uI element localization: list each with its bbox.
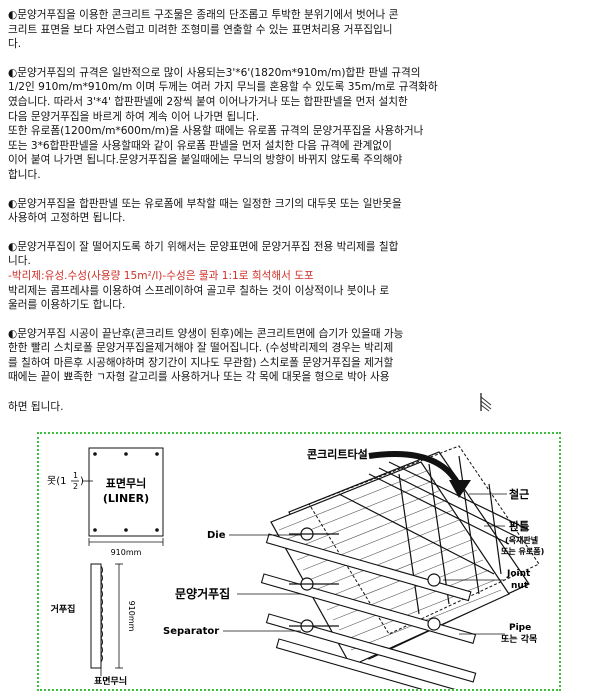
pipe-label-2: 또는 각목 — [501, 633, 537, 645]
form-label-1: 판틀 — [509, 519, 529, 533]
pattern-panel — [88, 447, 164, 537]
line: 였습니다. 따라서 3'*4' 합판판넬에 2장씩 붙여 이어나가거나 또는 합… — [8, 95, 408, 108]
paragraph-specification: ◐문양거푸집의 규격은 일반적으로 많이 사용되는3'*6'(1820m*910… — [8, 66, 588, 183]
joint-label-1: Joint — [506, 569, 531, 579]
paragraph-attachment: ◐문양거푸집을 합판판넬 또는 유로폼에 부착할 때는 일정한 크기의 대두못 … — [8, 197, 588, 226]
nail-point — [155, 528, 159, 532]
nail-label: 못(1 — [47, 475, 66, 487]
line: 사용하여 고정하면 됩니다. — [8, 212, 126, 225]
nail-label-close: ) — [80, 476, 84, 487]
dim-910-horizontal: 910mm — [111, 548, 142, 557]
paragraph-removal: ◐문양거푸집 시공이 끝난후(콘크리트 양생이 된후)에는 콘크리트면에 습기가… — [8, 327, 588, 415]
line: ◐문양거푸집이 잘 떨어지도록 하기 위해서는 문양표면에 문양거푸집 전용 박… — [8, 240, 399, 253]
line: ◐문양거푸집을 이용한 콘크리트 구조물은 종래의 단조롭고 투박한 분위기에서… — [8, 9, 399, 21]
form-side-profile — [90, 563, 102, 669]
line: 크리트 표면을 보다 자연스럽고 미려한 조형미를 연출할 수 있는 표면처리용… — [8, 23, 393, 36]
line: 하면 됩니다. — [8, 400, 64, 413]
nail-point — [93, 452, 97, 456]
line: ◐문양거푸집의 규격은 일반적으로 많이 사용되는3'*6'(1820m*910… — [8, 66, 421, 79]
line: 또는 3*6합판판넬을 사용할때와 같이 유로폼 판넬을 먼저 설치한 다음 규… — [8, 139, 392, 152]
rebar-label: 철근 — [509, 487, 529, 501]
line: 다. — [8, 38, 22, 51]
release-agent-note: -박리제:유성.수성(사용량 15m²/l)-수성은 물과 1:1로 희석해서 … — [8, 269, 314, 282]
line: 때에는 끝이 뾰족한 ㄱ자형 갈고리를 사용하거나 또는 각 목에 대못을 형으… — [8, 371, 390, 384]
line: ◐문양거푸집을 합판판넬 또는 유로폼에 부착할 때는 일정한 크기의 대두못 … — [8, 197, 402, 210]
line: 울러를 이용하기도 합니다. — [8, 299, 126, 312]
side-bottom-label: 표면무늬 — [94, 675, 127, 687]
dim-910-vertical: 910mm — [127, 601, 136, 632]
formwork-diagram: 표면무늬 (LINER) 못(1 1 2 ) 910mm 910mm 거푸집 표… — [37, 432, 561, 699]
formwork-illustration: 표면무늬 (LINER) 못(1 1 2 ) 910mm 910mm 거푸집 표… — [47, 445, 544, 699]
nail-point — [155, 452, 159, 456]
line: 박리제는 콤프레샤를 이용하여 스프레이하여 골고루 칠하는 것이 이상적이나 … — [8, 284, 390, 297]
nail-point — [124, 452, 128, 456]
line: 이어 붙여 나가면 됩니다.문양거푸집을 붙일때에는 무늬의 방향이 바뀌지 않… — [8, 154, 403, 167]
nail-frac-den: 2 — [73, 482, 78, 491]
pattern-form-label: 문양거푸집 — [175, 586, 230, 601]
form-side-texture — [100, 565, 103, 663]
document-body: ◐문양거푸집을 이용한 콘크리트 구조물은 종래의 단조롭고 투박한 분위기에서… — [8, 8, 588, 414]
nail-frac-num: 1 — [73, 471, 78, 480]
paragraph-intro: ◐문양거푸집을 이용한 콘크리트 구조물은 종래의 단조롭고 투박한 분위기에서… — [8, 8, 588, 52]
line: 니다. — [8, 255, 31, 268]
panel-label-2: (LINER) — [103, 492, 149, 505]
panel-label-1: 표면무늬 — [106, 476, 146, 490]
form-label-3: 또는 유로폼) — [501, 547, 544, 556]
line: 1/2인 910m/m*910m/m 이며 두께는 여러 가지 무늬를 혼용할 … — [8, 81, 438, 94]
nail-point — [124, 528, 128, 532]
line: 합니다. — [8, 168, 41, 181]
line: 한한 빨리 스치로폴 문양거푸집을제거해야 잘 떨어집니다. (수성박리제의 경… — [8, 342, 394, 355]
pipe-label-1: Pipe — [509, 623, 531, 633]
separator-label: Separator — [163, 626, 219, 637]
nail-point — [93, 528, 97, 532]
line: 또한 유로폼(1200m/m*600m/m)을 사용할 때에는 유로폼 규격의 … — [8, 125, 424, 138]
line: ◐문양거푸집 시공이 끝난후(콘크리트 양생이 된후)에는 콘크리트면에 습기가… — [8, 327, 404, 340]
concrete-pour-label: 콘크리트타설 — [307, 447, 368, 461]
nail-hook-icon — [480, 393, 492, 412]
formwork-assembly — [260, 445, 540, 699]
paragraph-release-agent: ◐문양거푸집이 잘 떨어지도록 하기 위해서는 문양표면에 문양거푸집 전용 박… — [8, 240, 588, 313]
die-label: Die — [207, 530, 226, 541]
line: 를 칠하여 마른후 시공해야하며 장기간이 지나도 무관함) 스치로폴 문양거푸… — [8, 356, 394, 369]
form-label-2: (옥재판넬 — [505, 535, 538, 545]
joint-label-2: nut — [511, 581, 529, 591]
line: 다음 문양거푸집을 바르게 하여 계속 이어 나가면 됩니다. — [8, 110, 260, 123]
side-label: 거푸집 — [51, 603, 76, 615]
